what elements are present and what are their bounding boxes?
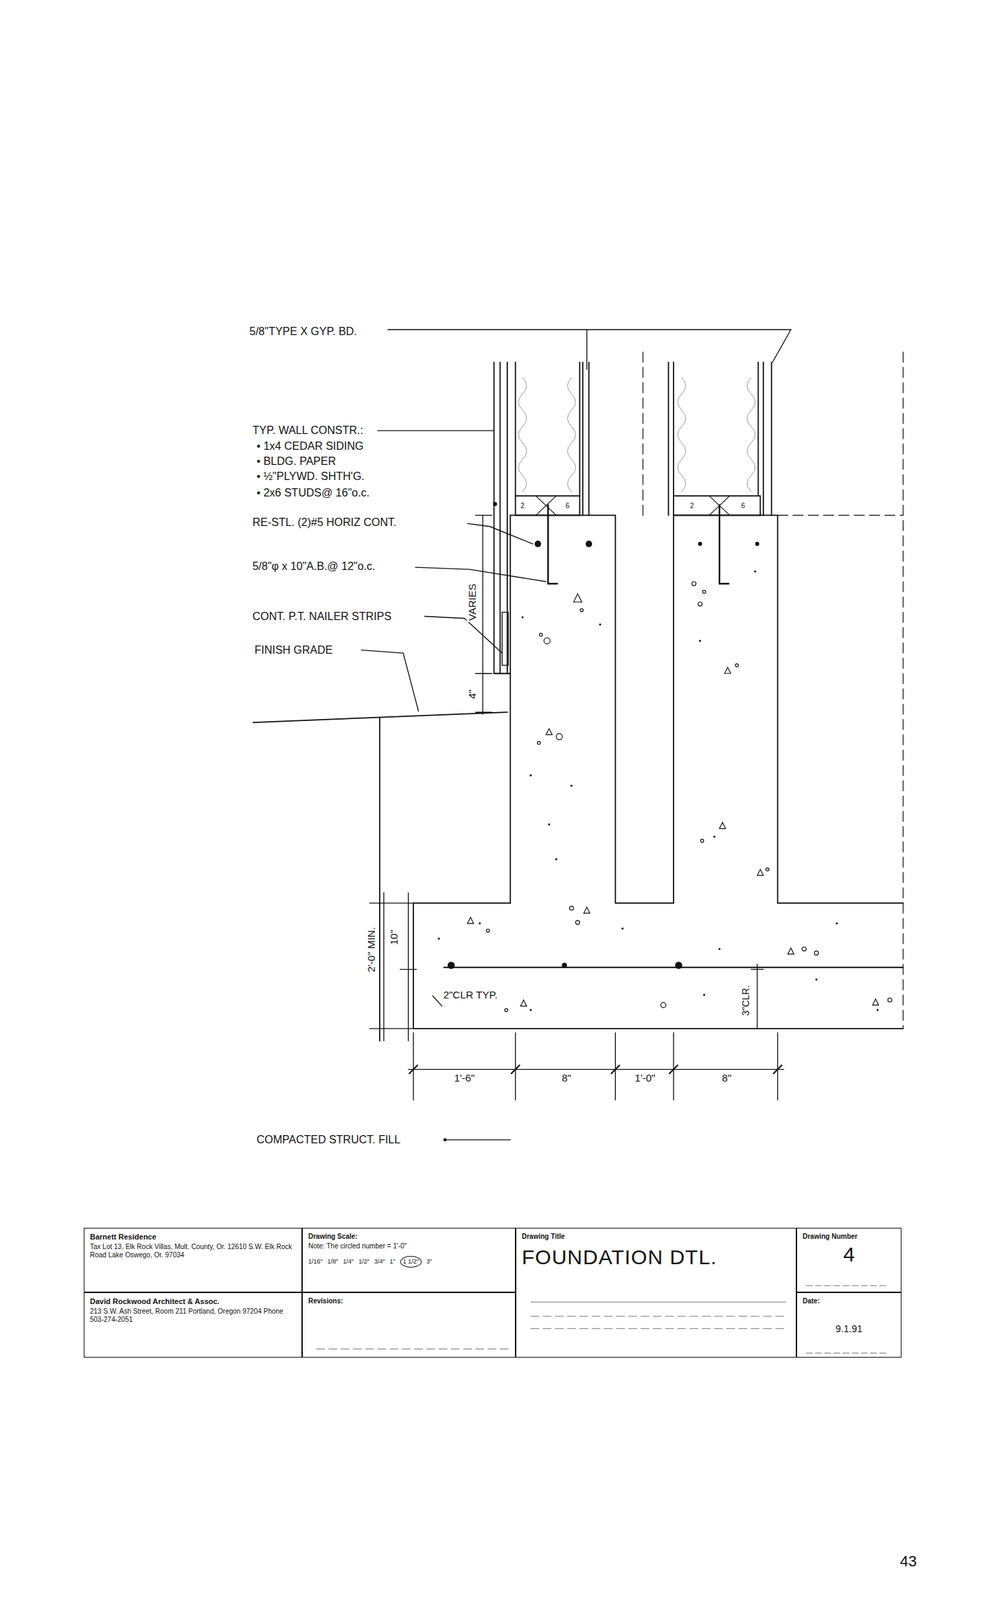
title-block-cell: Barnett ResidenceTax Lot 13, Elk Rock Vi… <box>83 1227 303 1293</box>
lumber-size: 6 <box>565 501 570 509</box>
title-block-cell: Drawing TitleFOUNDATION DTL. <box>515 1227 797 1358</box>
cell-text: 213 S.W. Ash Street, Room 211 Portland, … <box>89 1307 296 1324</box>
cell-text: 4 <box>802 1242 896 1267</box>
dimension-text: 3"CLR. <box>740 983 752 1018</box>
callout-note: 5/8"TYPE X GYP. BD. <box>247 325 359 338</box>
callout-note: • 2x6 STUDS@ 16"o.c. <box>255 486 371 500</box>
cell-text: Note: The circled number = 1'-0" <box>308 1242 510 1251</box>
lumber-size: 6 <box>740 501 745 509</box>
dimension-text: 2'-0" MIN. <box>365 925 378 974</box>
cell-text: 1/2" <box>358 1257 370 1266</box>
dimension-text: 8" <box>560 1072 573 1085</box>
callout-note: 5/8"φ x 10"A.B.@ 12"o.c. <box>251 560 377 573</box>
page-number: 43 <box>898 1553 918 1570</box>
cell-heading: Date: <box>802 1296 896 1306</box>
cell-heading: Drawing Scale: <box>308 1232 510 1241</box>
cell-text: 1 1/2" <box>400 1255 422 1268</box>
cell-heading: Barnett Residence <box>89 1232 296 1242</box>
dimension-text: VARIES <box>466 582 479 623</box>
title-block-cell: Drawing Scale:Note: The circled number =… <box>302 1227 516 1293</box>
title-block-cell: David Rockwood Architect & Assoc.213 S.W… <box>83 1292 303 1358</box>
callout-note: TYP. WALL CONSTR.: <box>251 424 365 438</box>
dimension-text: 1'-6" <box>452 1072 476 1085</box>
cell-text: 1/8" <box>327 1257 339 1266</box>
dimension-text: 1'-0" <box>633 1072 658 1085</box>
title-block-cell: Date: 9.1.91 <box>796 1292 902 1358</box>
dimension-text: 4" <box>466 687 479 701</box>
dimension-text: 10" <box>388 928 401 947</box>
callout-note: COMPACTED STRUCT. FILL <box>255 1134 403 1147</box>
dimension-text: 8" <box>720 1072 734 1085</box>
cell-text: FOUNDATION DTL. <box>521 1244 791 1270</box>
dimension-text: 2"CLR TYP. <box>442 989 500 1002</box>
callout-note: RE-STL. (2)#5 HORIZ CONT. <box>251 516 399 529</box>
cell-heading: Drawing Number <box>802 1232 896 1241</box>
cell-text: 3" <box>426 1257 432 1266</box>
callout-note: • ½"PLYWD. SHTH'G. <box>255 470 366 483</box>
cell-text: 1" <box>389 1257 396 1266</box>
cell-heading: Revisions: <box>308 1296 510 1306</box>
cell-heading: David Rockwood Architect & Assoc. <box>89 1296 296 1306</box>
callout-note: FINISH GRADE <box>253 644 335 657</box>
callout-note: CONT. P.T. NAILER STRIPS <box>251 610 393 623</box>
cell-text: 3/4" <box>374 1257 386 1266</box>
cell-text: Tax Lot 13, Elk Rock Villas, Mult. Count… <box>89 1242 296 1260</box>
callout-note: • 1x4 CEDAR SIDING <box>255 440 366 453</box>
title-block-cell: Revisions: <box>302 1292 516 1358</box>
title-block-cell: Drawing Number4 <box>796 1227 902 1293</box>
cell-text: 1/16" <box>308 1257 323 1266</box>
lumber-size: 2 <box>520 501 525 509</box>
cell-text: 9.1.91 <box>802 1323 896 1335</box>
cell-heading: Drawing Title <box>521 1232 791 1241</box>
callout-note: • BLDG. PAPER <box>255 455 338 468</box>
cell-text: 1/4" <box>342 1257 354 1266</box>
lumber-size: 2 <box>690 501 695 509</box>
